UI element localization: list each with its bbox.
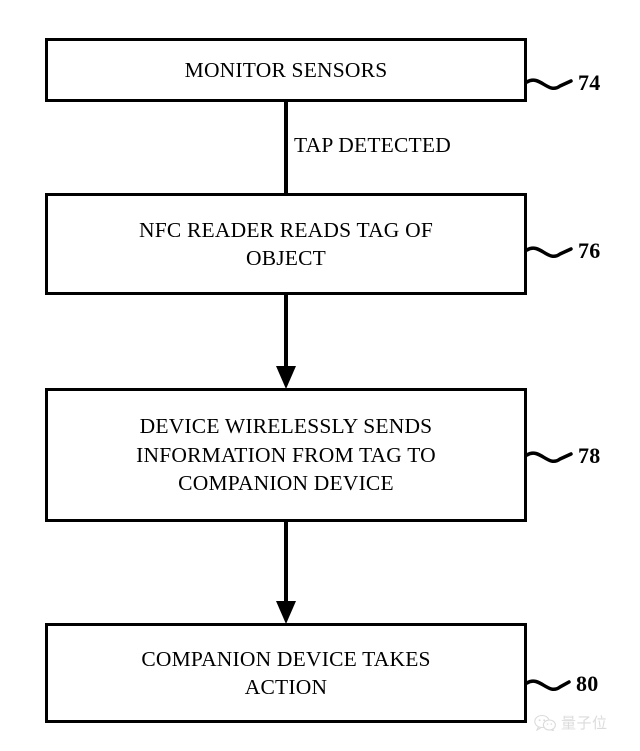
- reference-numeral-80: 80: [576, 671, 599, 696]
- watermark: 量子位: [534, 712, 608, 733]
- process-box-label: NFC READER READS TAG OF OBJECT: [139, 217, 433, 270]
- reference-numeral-78: 78: [578, 443, 601, 468]
- arrowhead-78-80: [276, 601, 296, 624]
- leader-line-76: [525, 246, 573, 258]
- arrowhead-76-78: [276, 366, 296, 389]
- reference-numeral-74: 74: [578, 70, 601, 95]
- process-box-label: COMPANION DEVICE TAKES ACTION: [141, 646, 431, 699]
- process-box-monitor-sensors[interactable]: MONITOR SENSORS: [45, 38, 527, 102]
- process-box-label: MONITOR SENSORS: [184, 57, 388, 82]
- process-box-companion-device-takes-action[interactable]: COMPANION DEVICE TAKES ACTION: [45, 623, 527, 723]
- leader-line-80: [525, 679, 571, 691]
- watermark-text: 量子位: [561, 714, 608, 732]
- process-box-device-sends-information[interactable]: DEVICE WIRELESSLY SENDS INFORMATION FROM…: [45, 388, 527, 522]
- leader-line-78: [525, 451, 573, 463]
- leader-line-74: [525, 78, 573, 90]
- wechat-bubble-icon: [534, 714, 556, 731]
- process-box-nfc-reader-reads-tag[interactable]: NFC READER READS TAG OF OBJECT: [45, 193, 527, 295]
- reference-numeral-76: 76: [578, 238, 601, 263]
- edge-label-tap-detected: TAP DETECTED: [294, 133, 451, 157]
- process-box-label: DEVICE WIRELESSLY SENDS INFORMATION FROM…: [136, 414, 436, 496]
